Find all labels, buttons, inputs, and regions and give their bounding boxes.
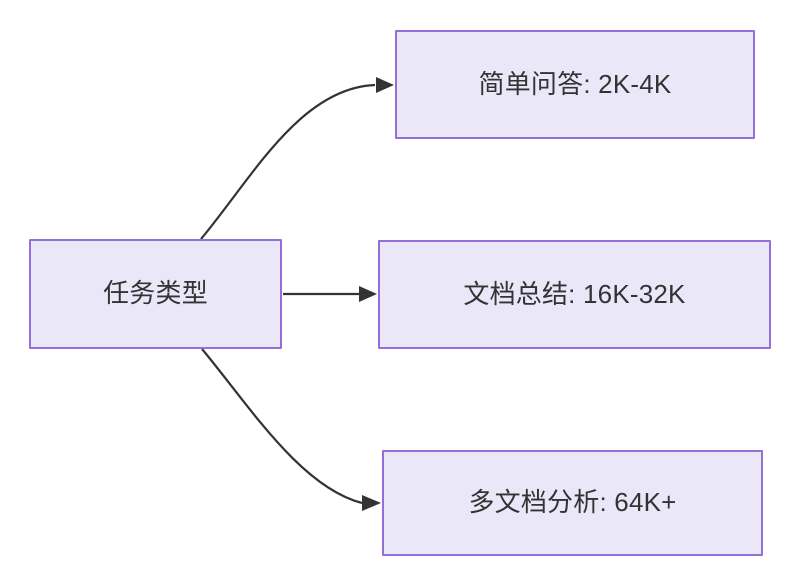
node-simple-qa-label: 简单问答: 2K-4K [478, 68, 672, 99]
node-multi-doc[interactable]: 多文档分析: 64K+ [382, 450, 763, 556]
node-task-type[interactable]: 任务类型 [29, 239, 282, 349]
node-doc-summary-label: 文档总结: 16K-32K [463, 278, 686, 309]
node-multi-doc-label: 多文档分析: 64K+ [468, 487, 677, 518]
edge-root-to-doc-summary-arrowhead [359, 286, 377, 302]
edge-root-to-multi-doc-path [201, 348, 363, 505]
edge-root-to-multi-doc [201, 348, 381, 511]
edge-root-to-simple-qa-path [200, 83, 376, 240]
edge-root-to-multi-doc-arrowhead [362, 495, 381, 511]
node-doc-summary[interactable]: 文档总结: 16K-32K [378, 240, 771, 349]
edge-root-to-simple-qa [200, 77, 394, 240]
edge-root-to-doc-summary [283, 286, 377, 302]
node-task-type-label: 任务类型 [103, 278, 208, 309]
edge-root-to-simple-qa-arrowhead [376, 77, 394, 93]
node-simple-qa[interactable]: 简单问答: 2K-4K [395, 30, 755, 139]
